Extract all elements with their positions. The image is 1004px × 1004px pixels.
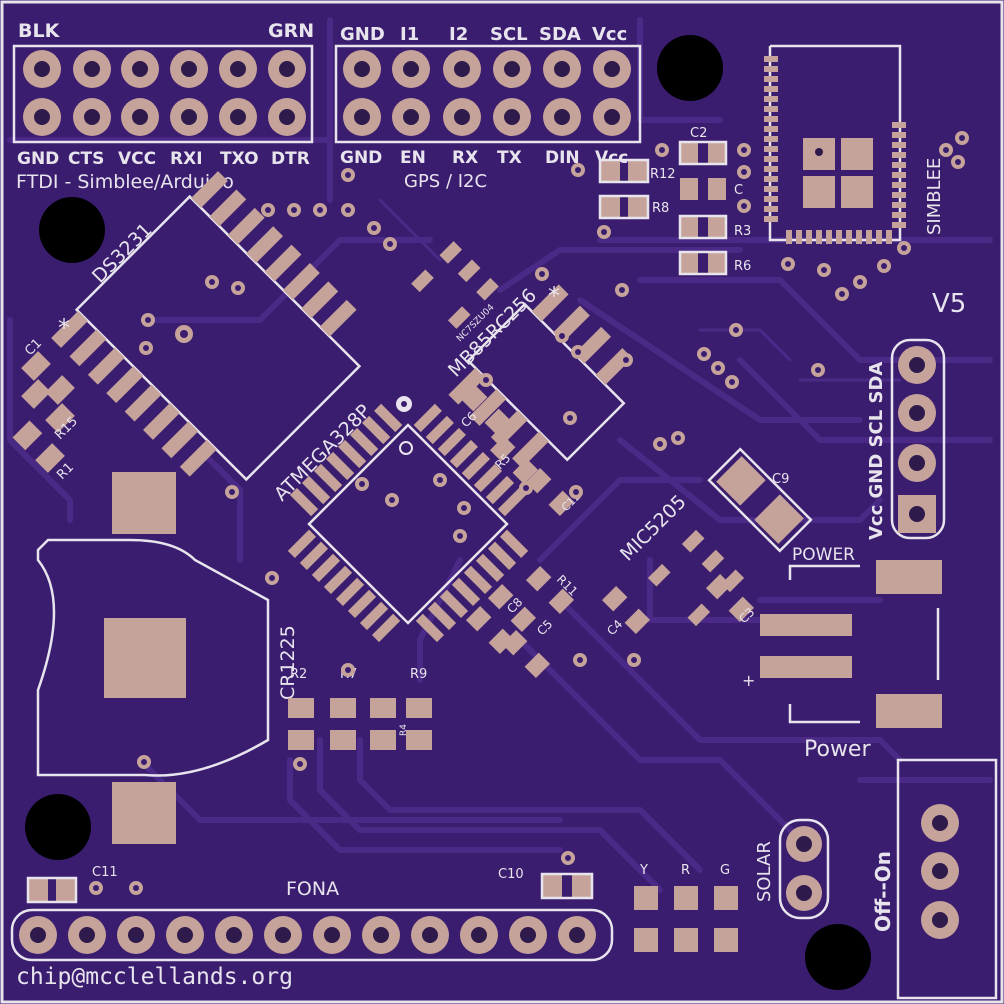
atmega-pads-left: [289, 403, 403, 517]
ftdi-title: FTDI - Simblee/Arduino: [16, 171, 234, 193]
ref-r9: R9: [410, 667, 427, 682]
mounting-hole-top: [657, 35, 723, 101]
battery-bottom-pad: [112, 782, 176, 844]
cr1225-holder: CR1225: [36, 472, 299, 844]
gps-top-label: Vcc: [592, 24, 627, 45]
battery-center-pad: [104, 618, 186, 698]
gps-top-label: I2: [449, 24, 468, 45]
mounting-hole-bottom-left: [25, 794, 91, 860]
power-top-label: POWER: [792, 545, 855, 565]
ref-r2: R2: [290, 667, 307, 682]
cr1225-label: CR1225: [277, 625, 299, 700]
nc7-chip: [411, 241, 499, 329]
simblee-passives: C2 R12 R8 C R3 R6: [598, 126, 751, 276]
bottom-caps: C11 C10: [26, 865, 594, 904]
power-label: Power: [804, 737, 871, 762]
switch-label: Off--On: [871, 851, 895, 932]
led-label-r: R: [681, 863, 690, 878]
ftdi-outline: [12, 44, 314, 144]
ds3231-pads: [51, 171, 357, 477]
ftdi-pin-label: RXI: [170, 149, 203, 169]
i2c-header-label: Vcc GND SCL SDA: [866, 362, 887, 540]
fona-label: FONA: [286, 878, 339, 900]
i2c-header: Vcc GND SCL SDA: [866, 338, 946, 540]
led-r: [674, 886, 698, 910]
gps-bottom-label: DIN: [545, 148, 580, 168]
ref-r6: R6: [734, 259, 751, 274]
simblee-label: SIMBLEE: [924, 158, 945, 235]
gps-top-label: SCL: [490, 24, 528, 45]
solar-label: SOLAR: [754, 841, 775, 902]
mounting-holes: [25, 35, 871, 990]
ref-r12: R12: [650, 167, 676, 182]
ftdi-pin-label: CTS: [68, 149, 104, 169]
mb85-pin1-marker: *: [548, 282, 560, 310]
simblee-bottom-pads: [786, 230, 892, 244]
gps-top-label: GND: [340, 24, 385, 45]
gps-bottom-label: GND: [340, 148, 382, 168]
gps-bottom-label: EN: [400, 148, 426, 168]
atmega-pads-right: [415, 529, 529, 643]
ftdi-pin-label: GND: [17, 149, 59, 169]
status-leds: Y R G: [634, 863, 738, 952]
atmega328p-chip: [287, 403, 529, 643]
ref-r4: R4: [399, 724, 409, 736]
ftdi-pin-label: VCC: [118, 149, 156, 169]
gps-bottom-label: TX: [497, 148, 522, 168]
simblee-center-pads: [803, 138, 873, 208]
ref-c9: C9: [772, 472, 789, 487]
simblee-module: SIMBLEE: [764, 44, 945, 244]
ref-r8: R8: [652, 201, 669, 216]
fona-header: FONA: [10, 878, 614, 962]
ftdi-pins: [23, 50, 306, 136]
pin1-marker: *: [58, 314, 70, 342]
ref-c-small: C: [734, 183, 743, 198]
ftdi-blk-label: BLK: [18, 20, 61, 42]
atmega-pads-bottom: [287, 529, 401, 643]
ftdi-pin-label: TXO: [220, 149, 259, 169]
ds3231-chip: [51, 171, 362, 482]
atmega-pads-top: [413, 403, 527, 517]
c9-capacitor: [707, 447, 813, 553]
ref-r3: R3: [734, 224, 751, 239]
gps-title: GPS / I2C: [404, 171, 487, 192]
led-y: [634, 886, 658, 910]
battery-top-pad: [112, 472, 176, 534]
vias: [89, 131, 969, 895]
version-label: V5: [932, 289, 966, 319]
ref-c2: C2: [690, 126, 707, 141]
gps-top-label: SDA: [539, 24, 581, 45]
gps-bottom-label: RX: [452, 148, 478, 168]
solar-header: SOLAR: [754, 818, 830, 920]
power-plus-marker: +: [742, 671, 755, 690]
gps-header: GND I1 I2 SCL SDA Vcc GND EN RX TX DIN V…: [334, 24, 642, 192]
power-switch: Off--On: [871, 758, 998, 1000]
simblee-right-pads: [892, 122, 906, 228]
ref-c10: C10: [498, 867, 524, 882]
mounting-hole-left: [39, 197, 105, 263]
ftdi-header: BLK GRN GND CTS VCC RXI TXO DTR FTDI - S…: [12, 20, 314, 193]
copper-traces: [7, 17, 993, 893]
gps-pins: [343, 50, 631, 136]
simblee-left-pads: [764, 56, 778, 222]
fona-pins: [19, 916, 596, 954]
mounting-hole-bottom-right: [805, 924, 871, 990]
email-label: chip@mcclellands.org: [16, 964, 293, 990]
led-label-g: G: [720, 863, 730, 878]
ftdi-grn-label: GRN: [268, 20, 314, 42]
ref-c11: C11: [92, 865, 118, 880]
led-g: [714, 886, 738, 910]
ftdi-pin-label: DTR: [271, 149, 310, 169]
power-connector: POWER + Power: [742, 545, 942, 762]
led-label-y: Y: [639, 863, 648, 878]
gps-top-label: I1: [400, 24, 419, 45]
